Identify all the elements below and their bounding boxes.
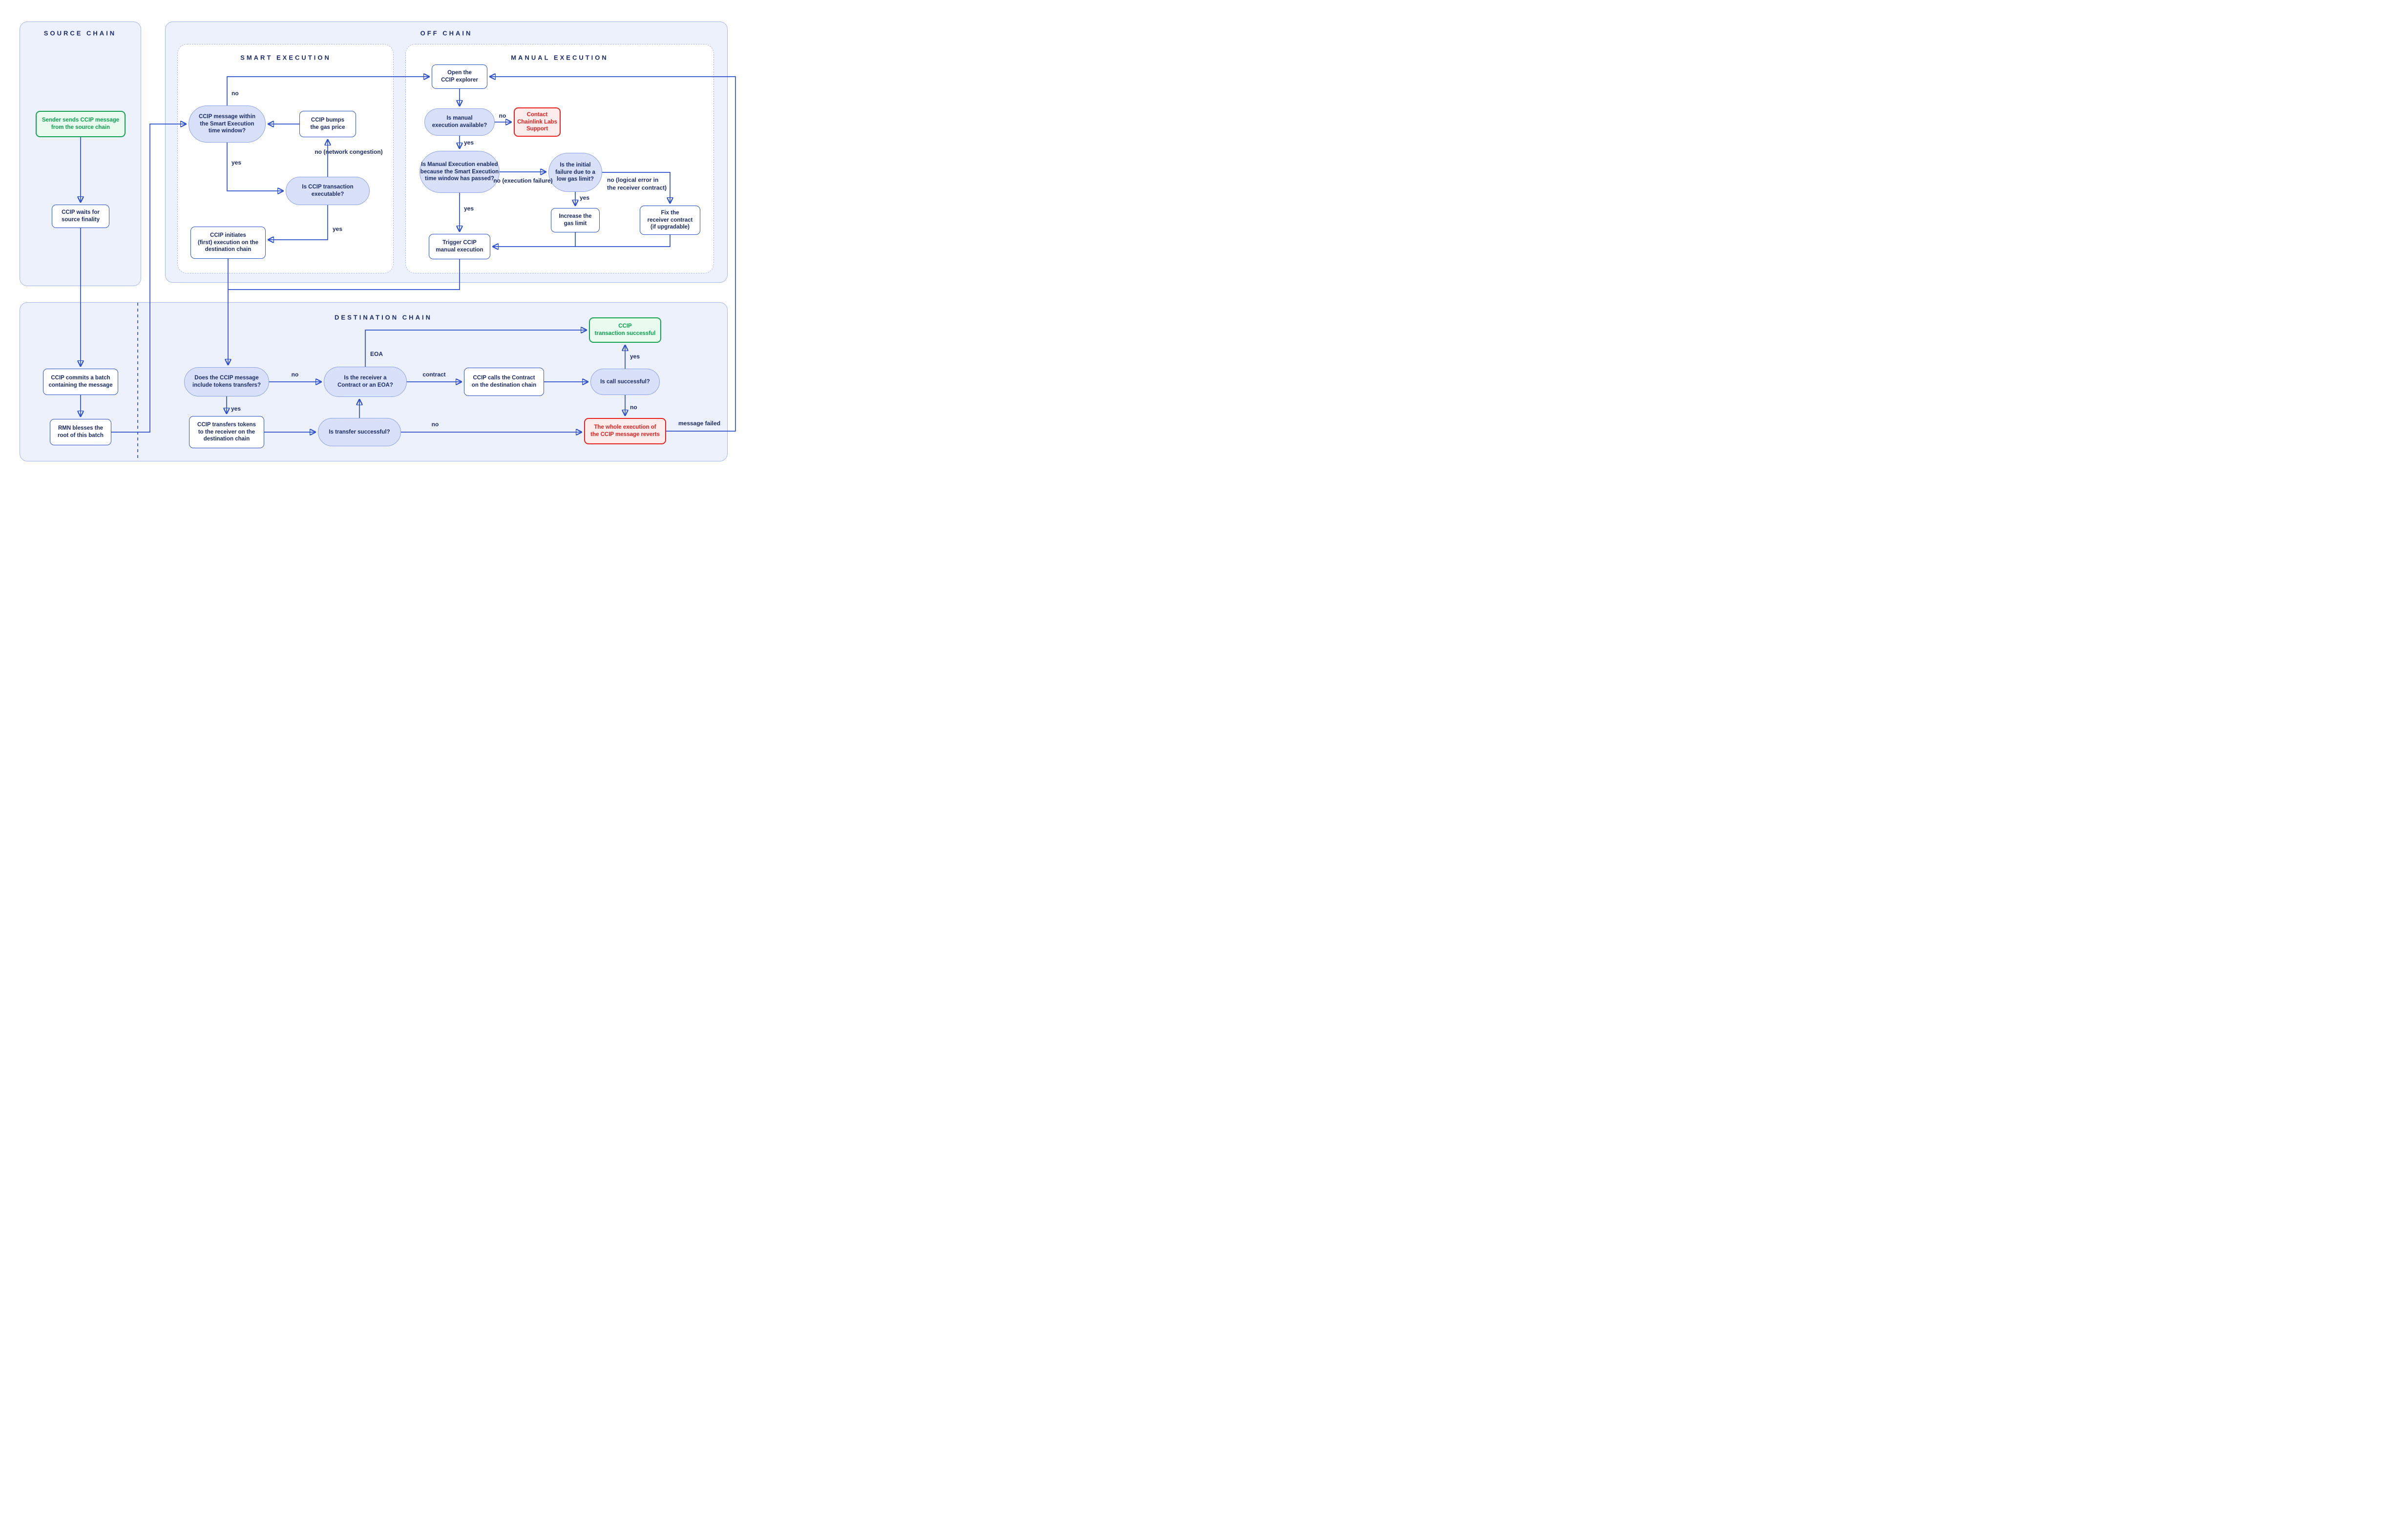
edge-label-callok-no: no (630, 404, 637, 411)
node-tokens-transfers: Does the CCIP message include tokens tra… (184, 367, 269, 396)
edge-label-enabled-yes: yes (464, 205, 474, 212)
node-low-gas-limit: Is the initial failure due to a low gas … (548, 153, 602, 192)
panel-source-chain (20, 21, 141, 286)
node-executable: Is CCIP transaction executable? (286, 177, 370, 205)
node-tx-successful: CCIP transaction successful (589, 317, 661, 343)
edge-label-logical-error: no (logical error in the receiver contra… (607, 176, 667, 191)
node-waits-finality: CCIP waits for source finality (52, 205, 109, 228)
node-calls-contract: CCIP calls the Contract on the destinati… (464, 368, 544, 396)
node-contact-support: Contact Chainlink Labs Support (514, 107, 561, 137)
node-open-explorer: Open the CCIP explorer (432, 64, 487, 89)
edge-label-contract: contract (422, 371, 446, 378)
smart-execution-title: SMART EXECUTION (240, 54, 331, 62)
edge-label-lowgas-yes: yes (580, 194, 590, 202)
node-trigger-manual: Trigger CCIP manual execution (429, 234, 490, 259)
manual-execution-title: MANUAL EXECUTION (511, 54, 608, 62)
edge-label-callok-yes: yes (630, 353, 640, 360)
edge-label-message-failed: message failed (678, 420, 721, 427)
node-execution-reverts: The whole execution of the CCIP message … (584, 418, 666, 444)
node-receiver-type: Is the receiver a Contract or an EOA? (324, 367, 407, 397)
node-call-successful: Is call successful? (590, 369, 660, 395)
edge-label-within-yes: yes (231, 159, 242, 166)
edge-label-execution-failure: no (execution failure) (493, 177, 553, 185)
edge-label-transfer-no: no (431, 421, 439, 428)
node-commits-batch: CCIP commits a batch containing the mess… (43, 369, 118, 395)
destination-chain-title: DESTINATION CHAIN (335, 313, 432, 321)
edge-label-executable-yes: yes (333, 226, 343, 233)
edge-label-available-yes: yes (464, 139, 474, 146)
edge-label-within-no: no (231, 90, 239, 97)
node-manual-enabled: Is Manual Execution enabled because the … (419, 151, 500, 193)
node-initiates-execution: CCIP initiates (first) execution on the … (190, 227, 266, 259)
node-manual-available: Is manual execution available? (424, 108, 495, 136)
node-sender: Sender sends CCIP message from the sourc… (36, 111, 126, 137)
node-transfer-successful: Is transfer successful? (318, 418, 401, 446)
node-smart-window: CCIP message within the Smart Execution … (189, 105, 266, 143)
node-transfers-tokens: CCIP transfers tokens to the receiver on… (189, 416, 264, 448)
edge-label-does-yes: yes (231, 405, 241, 413)
off-chain-title: OFF CHAIN (420, 29, 473, 37)
edge-label-eoa: EOA (370, 351, 383, 358)
node-bumps-gas: CCIP bumps the gas price (299, 111, 356, 137)
node-increase-gas-limit: Increase the gas limit (551, 208, 600, 232)
source-chain-title: SOURCE CHAIN (43, 29, 117, 37)
edge-label-does-no: no (291, 371, 299, 378)
edge-label-available-no: no (499, 112, 506, 120)
node-fix-receiver: Fix the receiver contract (if upgradable… (640, 206, 700, 235)
ccip-execution-flowchart: SOURCE CHAIN OFF CHAIN SMART EXECUTION M… (0, 0, 752, 484)
edge-label-network-congestion: no (network congestion) (315, 148, 383, 156)
node-rmn-blesses: RMN blesses the root of this batch (50, 419, 111, 445)
